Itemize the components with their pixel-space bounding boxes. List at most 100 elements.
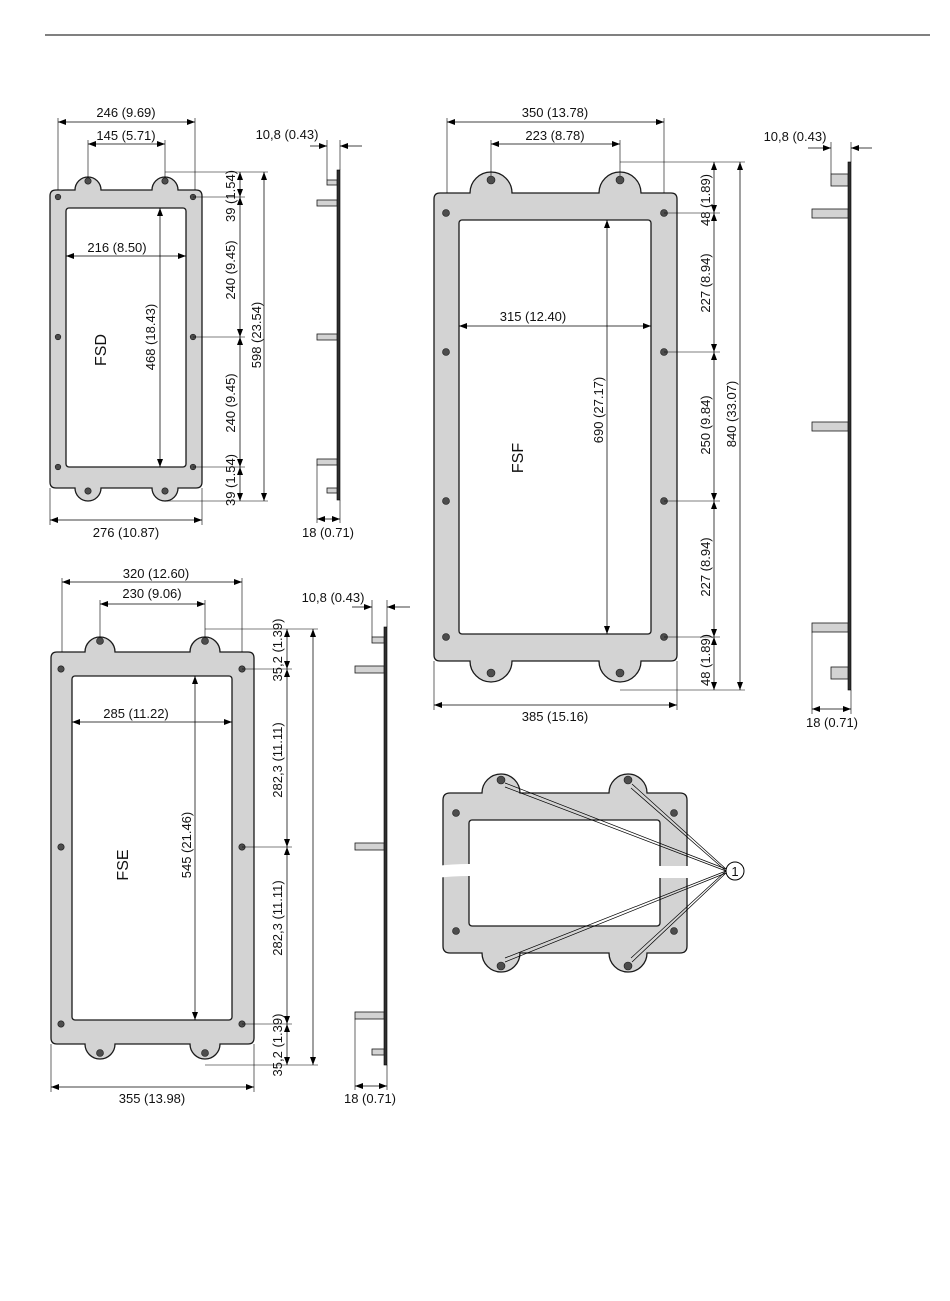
fse-dim-bottom-width: 355 (13.98) [119,1091,186,1106]
generic-frame-hole [623,961,633,971]
fse-hole [57,1020,65,1028]
fsf-side-bolt [811,622,849,633]
fsf-side-view: 10,8 (0.43) 18 (0.71) [764,129,872,730]
fsf-side-plate [847,161,852,691]
fsd-dim-top-outer: 246 (9.69) [96,105,155,120]
fsf-opening [458,219,652,635]
fse-hole [57,665,65,673]
fsd-hole [161,487,169,495]
fse-hole [96,1049,104,1057]
fse-side-bolt [371,636,385,644]
fsd-hole [84,177,92,185]
fsf-dim-span-2: 250 (9.84) [698,395,713,454]
fse-dim-span-upper: 282,3 (11.11) [270,722,285,797]
fsd-side-offset: 10,8 (0.43) [256,127,319,142]
fsf-side-bolt [811,421,849,432]
fsd-dimensions: 246 (9.69) 145 (5.71) 216 (8.50) 468 (18… [49,105,268,540]
fse-dim-top-outer: 320 (12.60) [123,566,190,581]
generic-frame-holes [452,775,678,971]
fse-side-offset: 10,8 (0.43) [302,590,365,605]
generic-frame-hole [623,775,633,785]
fse-label: FSE [115,849,132,880]
fse-dim-edge-bottom: 35,2 (1.39) [270,1014,285,1077]
fsd-side-thickness: 18 (0.71) [302,525,354,540]
fsf-dim-overall-height: 840 (33.07) [724,381,739,448]
callout-number: 1 [731,864,738,879]
fsf-hole [615,668,625,678]
fsf-mounting-holes [442,175,668,678]
fsd-side-view: 10,8 (0.43) 18 (0.71) [256,127,362,540]
fsd-front-view: FSD 246 (9.69) 145 (5.71) 216 (8.50) 468… [49,105,268,540]
fsf-dim-span-1: 227 (8.94) [698,253,713,312]
fsd-hole [54,333,62,341]
callout-marker [725,861,745,881]
fse-mounting-holes [57,637,246,1057]
fsf-side-thickness: 18 (0.71) [806,715,858,730]
fsf-hole [486,175,496,185]
fsf-dim-opening-height: 690 (27.17) [591,377,606,444]
generic-frame-hole [452,927,460,935]
fsd-side-plate [336,169,341,501]
fsf-dim-edge-bottom: 48 (1.89) [698,634,713,686]
fsd-side-bolt [326,179,338,186]
generic-frame-hole [670,809,678,817]
fsd-hole [54,193,62,201]
fsd-hole [161,177,169,185]
fse-side-bolt [354,665,385,674]
fsd-dim-bottom-width: 276 (10.87) [93,525,160,540]
fsd-side-bolt [316,333,338,341]
fse-hole [96,637,104,645]
fse-dim-top-inner: 230 (9.06) [122,586,181,601]
fsf-dim-opening-width: 315 (12.40) [500,309,567,324]
fsd-dim-span-upper: 240 (9.45) [223,240,238,299]
fse-side-view: 10,8 (0.43) 18 (0.71) [302,590,410,1106]
fse-opening [71,675,233,1021]
fsf-hole [442,497,450,505]
fse-hole [201,637,209,645]
fsf-side-offset: 10,8 (0.43) [764,129,827,144]
fsf-side-bolt [811,208,849,219]
fsd-dim-opening-height: 468 (18.43) [143,304,158,371]
generic-frame-hole [670,927,678,935]
generic-frame-hole [452,809,460,817]
fse-side-thickness: 18 (0.71) [344,1091,396,1106]
fsf-hole [442,348,450,356]
fsf-dim-top-inner: 223 (8.78) [525,128,584,143]
fsf-dim-bottom-width: 385 (15.16) [522,709,589,724]
fsd-dim-edge-bottom: 39 (1.54) [223,454,238,506]
fsf-front-view: FSF 350 (13.78) 223 (8.78) 315 (12.40) 6… [433,105,745,724]
fse-dim-edge-top: 35,2 (1.39) [270,619,285,682]
fsd-side-bolt [326,487,338,494]
generic-frame-hole [496,961,506,971]
generic-frame-hole [496,775,506,785]
fse-side-bolt [354,842,385,851]
fsf-label: FSF [510,443,527,473]
fse-hole [57,843,65,851]
fse-side-bolt [354,1011,385,1020]
generic-frame-break [436,864,694,880]
fse-dim-span-lower: 282,3 (11.11) [270,880,285,955]
fsd-dim-opening-width: 216 (8.50) [87,240,146,255]
fsd-label: FSD [93,334,110,366]
fsd-dim-edge-top: 39 (1.54) [223,170,238,222]
fsf-dimensions: 350 (13.78) 223 (8.78) 315 (12.40) 690 (… [433,105,745,724]
fse-side-plate [383,626,388,1066]
fsf-side-bolt [830,173,849,187]
fsd-side-bolt [316,458,338,466]
fsf-hole [486,668,496,678]
fse-dim-opening-height: 545 (21.46) [179,812,194,879]
fsd-hole [54,463,62,471]
fsd-hole [84,487,92,495]
fse-front-view: FSE 320 (12.60) 230 (9.06) 285 (11.22) 5… [50,566,318,1106]
fse-dim-opening-width: 285 (11.22) [103,706,169,721]
fsf-dim-edge-top: 48 (1.89) [698,174,713,226]
fse-side-bolt [371,1048,385,1056]
callout-leader-lines [504,782,727,963]
fse-hole [201,1049,209,1057]
fsf-hole [442,209,450,217]
fsd-opening [65,207,187,468]
fsf-hole [615,175,625,185]
fsf-hole [442,633,450,641]
fsf-side-bolt [830,666,849,680]
